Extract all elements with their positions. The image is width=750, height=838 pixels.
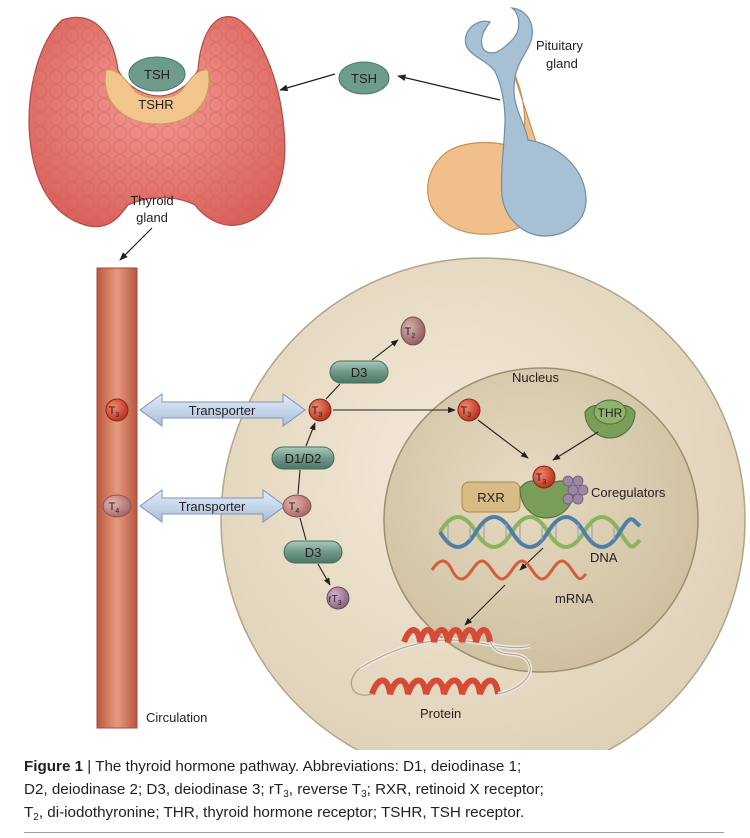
caption-text-2c: ; RXR, retinoid X receptor; (366, 781, 544, 798)
t4-blood (102, 494, 132, 518)
arrow-d3-to-t2 (371, 339, 399, 361)
coregulators-label: Coregulators (591, 485, 666, 500)
t3-cell (308, 398, 332, 422)
thyroid-label-line2: gland (136, 210, 168, 225)
arrow-t4-to-d1d2 (297, 469, 301, 495)
protein (350, 627, 533, 696)
t2-label: T2 (405, 326, 416, 340)
t3-cell-label: T3 (312, 405, 323, 419)
t4-cell (282, 494, 312, 518)
t4-blood-label: T4 (109, 501, 120, 515)
thr-receptor-cap (593, 399, 627, 425)
thyroid-label-line1: Thyroid (130, 193, 173, 208)
caption-divider (24, 832, 724, 833)
arrow-mrna-to-protein (464, 584, 506, 626)
tsh-floating-label: TSH (351, 71, 377, 86)
caption-line-1: Figure 1 | The thyroid hormone pathway. … (24, 755, 729, 778)
t3-nucleus (457, 398, 481, 422)
dna-helix (438, 515, 642, 549)
caption-sub-3: 2 (33, 812, 39, 823)
caption-text-3b: , di-iodothyronine; THR, thyroid hormone… (38, 804, 525, 821)
t3-complex (532, 465, 556, 489)
tsh-bound (128, 56, 186, 92)
mrna-strand (430, 559, 588, 581)
rxr-label: RXR (477, 490, 504, 505)
caption-line-2: D2, deiodinase 2; D3, deiodinase 3; rT3,… (24, 778, 729, 801)
caption-sub-2: 3 (361, 789, 367, 800)
t4-cell-label: T4 (289, 501, 300, 515)
arrow-thr-to-complex (552, 431, 599, 461)
tsh-bound-label: TSH (144, 67, 170, 82)
arrow-dna-to-mrna (519, 547, 544, 571)
t3-blood-label: T3 (109, 405, 120, 419)
d1d2-enzyme (271, 446, 335, 470)
rt3-label: rT3 (328, 594, 341, 607)
tsh-floating (338, 61, 390, 95)
arrow-d1d2-to-t3 (305, 422, 316, 447)
transporter-top (139, 393, 306, 427)
circulation-label: Circulation (146, 710, 207, 725)
thyroid-pathway-diagram: TSH TSHR Thyroid gland Pituitary gland T… (28, 7, 746, 750)
caption-text-3a: T (24, 804, 34, 821)
caption-sub-1: 3 (283, 789, 289, 800)
rt3-molecule (326, 586, 350, 610)
t3-nucleus-label: T3 (461, 405, 472, 419)
t3-complex-label: T3 (536, 472, 547, 486)
arrow-t3-to-complex (477, 419, 529, 459)
protein-label: Protein (420, 706, 461, 721)
dna-label: DNA (590, 550, 618, 565)
arrow-thyroid-to-circulation (119, 227, 153, 261)
tshr-label: TSHR (138, 97, 173, 112)
d3-bottom-label: D3 (305, 545, 322, 560)
caption-text-1: The thyroid hormone pathway. Abbreviatio… (95, 758, 522, 775)
arrow-tsh-to-thyroid (279, 73, 336, 92)
arrow-t3-to-d3 (325, 383, 341, 400)
d3-enzyme-top (329, 360, 389, 384)
tshr-receptor (104, 69, 210, 125)
thr-label: THR (598, 406, 623, 420)
caption-text-2b: , reverse T (288, 781, 362, 798)
pituitary-label-line2: gland (546, 56, 578, 71)
arrow-t4-to-d3 (299, 517, 307, 541)
transporter-bottom-label: Transporter (179, 499, 246, 514)
figure-caption: Figure 1 | The thyroid hormone pathway. … (24, 755, 729, 824)
pituitary-label-line1: Pituitary (536, 38, 583, 53)
mrna-label: mRNA (555, 591, 594, 606)
caption-separator: | (83, 758, 96, 775)
caption-text-2a: D2, deiodinase 2; D3, deiodinase 3; rT (24, 781, 284, 798)
d3-enzyme-bottom (283, 540, 343, 564)
pituitary-gland (427, 7, 587, 237)
d1d2-label: D1/D2 (285, 451, 322, 466)
transporter-top-label: Transporter (189, 403, 256, 418)
figure-label: Figure 1 (24, 758, 84, 775)
arrow-pituitary-to-tsh (397, 74, 501, 101)
caption-line-3: T2, di-iodothyronine; THR, thyroid hormo… (24, 801, 729, 824)
t2-molecule (400, 316, 426, 346)
d3-top-label: D3 (351, 365, 368, 380)
t3-blood (105, 398, 129, 422)
nucleus-label: Nucleus (512, 370, 559, 385)
coregulators (562, 475, 589, 505)
rxr-receptor (461, 481, 521, 513)
arrow-d3-to-rt3 (317, 563, 331, 586)
